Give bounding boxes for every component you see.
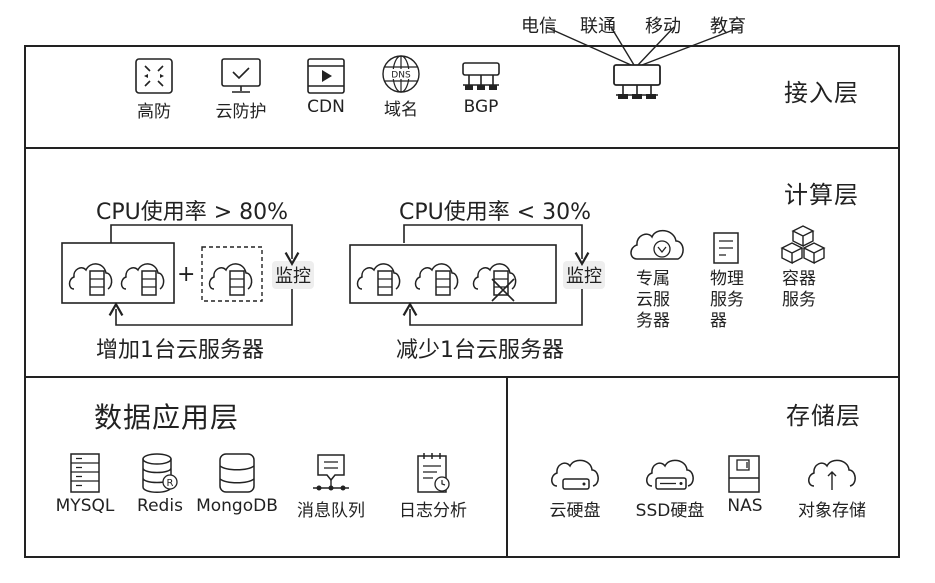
mysql-label: MYSQL [55, 496, 115, 516]
nas-label: NAS [727, 496, 763, 516]
data-application-layer-title: 数据应用层 [94, 401, 240, 434]
cdn-item: CDN [301, 57, 351, 117]
object-storage-item: 对象存储 [790, 454, 874, 521]
plus-sign: + [177, 262, 196, 287]
scale-down-condition: CPU使用率 < 30% [399, 200, 592, 225]
carrier-gateway-icon [545, 26, 742, 99]
cloud-protection-item: 云防护 [206, 57, 276, 122]
cloud-protection-label: 云防护 [215, 102, 267, 122]
physical-server-icon [713, 232, 739, 264]
cloud-disk-icon [551, 459, 599, 490]
dns-globe-icon: DNS [382, 55, 420, 93]
redis-database-icon: R [142, 453, 178, 493]
redis-label: Redis [137, 496, 183, 516]
data-application-layer: 数据应用层 MYSQL R Redis MongoDB 消 [24, 376, 508, 558]
network-router-icon [462, 62, 500, 90]
dns-icon-text: DNS [391, 71, 411, 81]
cloud-server-icon [356, 263, 401, 296]
physical-server-label: 物理 服务 器 [710, 269, 744, 331]
scale-up-server-group [61, 242, 175, 304]
cloud-server-icon [68, 263, 113, 296]
scale-up-action: 增加1台云服务器 [96, 338, 264, 363]
cloud-upload-icon [808, 459, 856, 490]
storage-layer: 存储层 云硬盘 SSD硬盘 NAS 对象存储 [506, 376, 900, 558]
nas-storage-icon [728, 455, 760, 493]
redis-badge-text: R [167, 478, 174, 489]
mongodb-label: MongoDB [196, 496, 278, 516]
mysql-item: MYSQL [50, 452, 120, 516]
autoscaling-diagram [61, 224, 826, 326]
cdn-label: CDN [307, 97, 345, 117]
cloud-server-icon [120, 263, 165, 296]
database-server-icon [70, 453, 100, 493]
scale-down-server-group [349, 244, 557, 304]
object-storage-label: 对象存储 [798, 501, 866, 521]
bgp-item: BGP [456, 57, 506, 117]
container-cubes-icon [780, 225, 826, 265]
message-queue-icon [313, 454, 349, 491]
carrier-unicom: 联通 [580, 16, 616, 37]
ssd-disk-label: SSD硬盘 [635, 501, 705, 521]
cloud-server-icon [208, 263, 253, 296]
monitor-check-icon [221, 58, 261, 93]
ssd-disk-item: SSD硬盘 [626, 454, 714, 521]
cloud-disk-item: 云硬盘 [540, 454, 610, 521]
carrier-education: 教育 [710, 16, 746, 37]
redis-item: R Redis [130, 452, 190, 516]
access-layer-title: 接入层 [784, 79, 859, 107]
compute-layer: 计算层 CPU使用率 > 80% 增加1台云服务器 CPU使用率 < 30% 减… [24, 147, 900, 378]
log-analysis-label: 日志分析 [399, 501, 467, 521]
access-layer: 接入层 高防 云防护 CDN DNS 域名 [24, 26, 900, 149]
cloud-disk-label: 云硬盘 [549, 501, 601, 521]
log-document-icon [417, 453, 450, 493]
scale-up-condition: CPU使用率 > 80% [96, 200, 289, 225]
removed-cloud-server-icon [472, 263, 517, 296]
mongodb-item: MongoDB [196, 452, 278, 516]
mongodb-database-icon [219, 453, 255, 493]
dedicated-cloud-server-label: 专属 云服 务器 [636, 269, 670, 331]
anti-ddos-label: 高防 [137, 102, 171, 122]
scale-down-action: 减少1台云服务器 [396, 338, 564, 363]
message-queue-item: 消息队列 [288, 452, 374, 521]
dedicated-cloud-server-icon [630, 229, 684, 260]
log-analysis-item: 日志分析 [388, 452, 478, 521]
carrier-telecom: 电信 [521, 16, 557, 37]
anti-ddos-item: 高防 [126, 57, 182, 122]
bgp-label: BGP [463, 97, 499, 117]
nas-item: NAS [722, 454, 768, 516]
message-queue-label: 消息队列 [297, 501, 365, 521]
ssd-disk-icon [646, 459, 694, 490]
domain-item: DNS 域名 [376, 53, 426, 120]
new-server-slot [201, 246, 263, 302]
domain-label: 域名 [384, 100, 418, 120]
anti-ddos-icon [135, 58, 173, 94]
container-service-label: 容器 服务 [782, 269, 816, 310]
storage-layer-title: 存储层 [786, 402, 861, 430]
compute-layer-title: 计算层 [784, 181, 859, 209]
carrier-mobile: 移动 [645, 16, 681, 37]
video-player-icon [307, 58, 345, 94]
cloud-server-icon [414, 263, 459, 296]
